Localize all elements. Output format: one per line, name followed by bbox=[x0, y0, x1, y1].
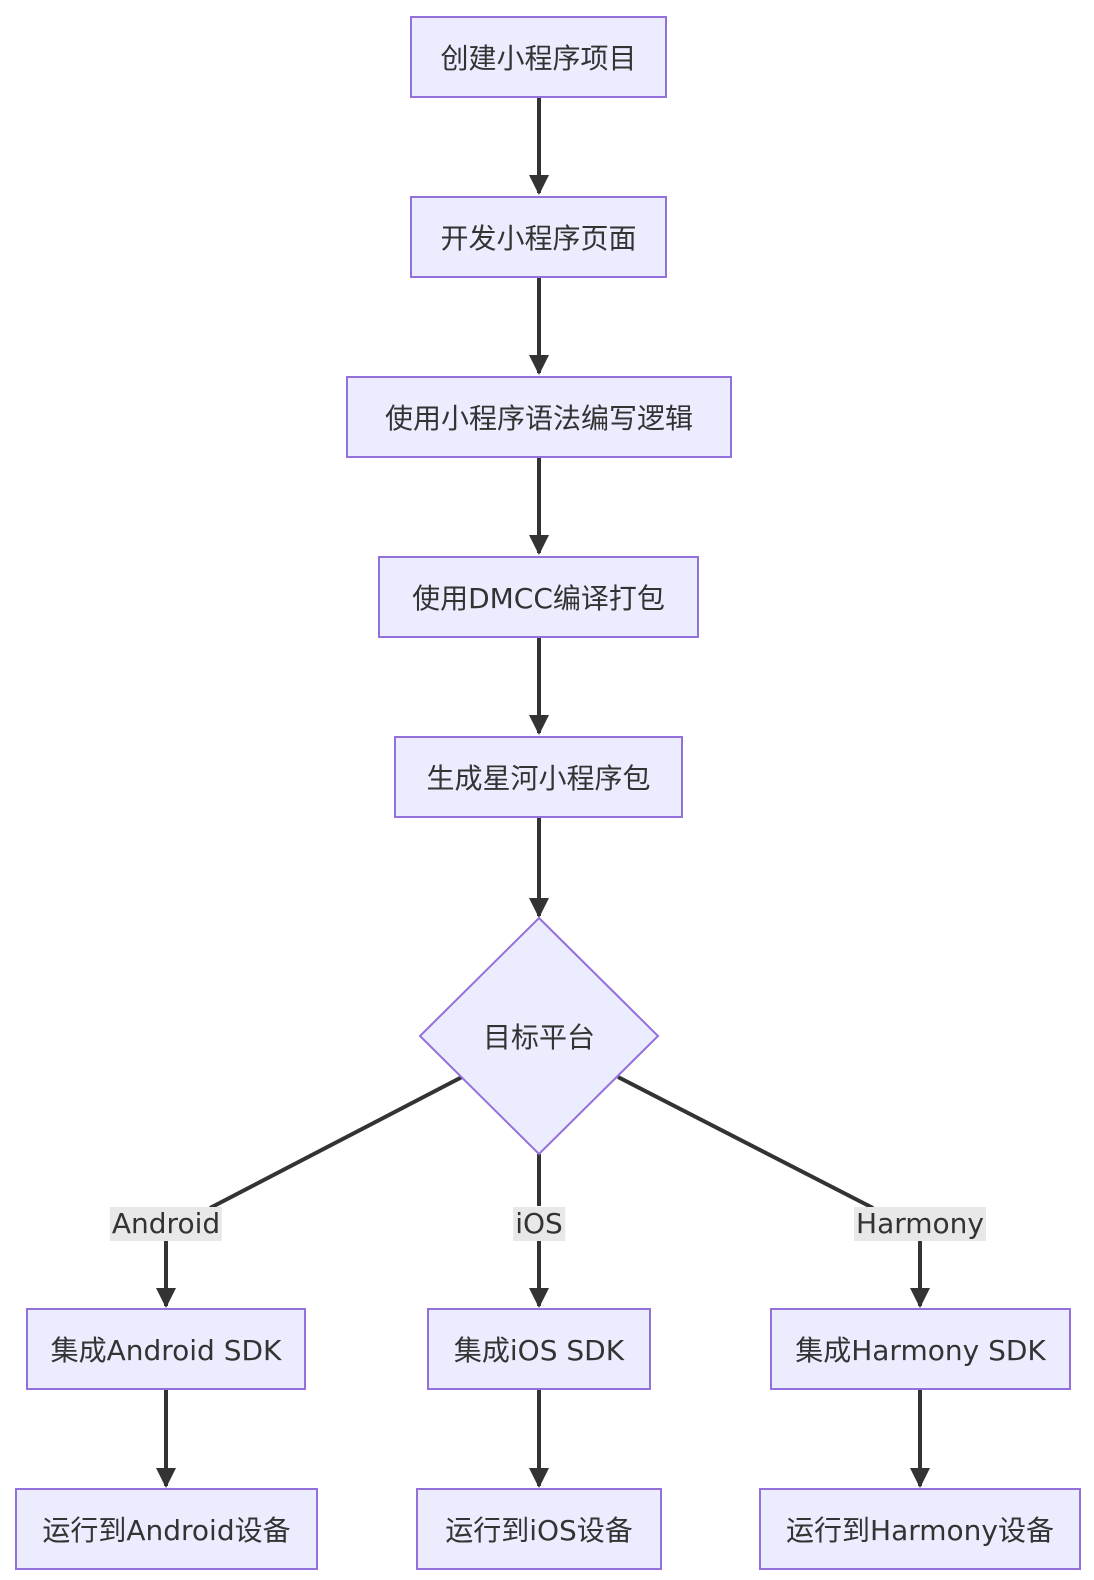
node-write-logic: 使用小程序语法编写逻辑 bbox=[346, 376, 732, 458]
node-develop-pages: 开发小程序页面 bbox=[410, 196, 667, 278]
edge-label-harmony: Harmony bbox=[854, 1207, 986, 1241]
node-label: 运行到Harmony设备 bbox=[786, 1514, 1054, 1547]
edge-d1-h1 bbox=[617, 1075, 874, 1210]
node-label: 运行到Android设备 bbox=[42, 1514, 291, 1547]
node-run-android: 运行到Android设备 bbox=[15, 1488, 318, 1570]
node-create-project: 创建小程序项目 bbox=[410, 16, 667, 98]
node-label: 集成iOS SDK bbox=[453, 1334, 625, 1367]
node-generate-package: 生成星河小程序包 bbox=[394, 736, 683, 818]
node-label: 使用小程序语法编写逻辑 bbox=[384, 402, 693, 435]
node-label: 集成Harmony SDK bbox=[795, 1334, 1046, 1367]
node-label: 生成星河小程序包 bbox=[426, 762, 651, 795]
node-run-harmony: 运行到Harmony设备 bbox=[759, 1488, 1081, 1570]
edge-label-ios: iOS bbox=[513, 1207, 565, 1241]
node-integrate-android-sdk: 集成Android SDK bbox=[26, 1308, 306, 1390]
node-integrate-harmony-sdk: 集成Harmony SDK bbox=[770, 1308, 1071, 1390]
decision-target-platform: 目标平台 bbox=[482, 1021, 596, 1054]
edge-label-android: Android bbox=[109, 1207, 223, 1241]
node-integrate-ios-sdk: 集成iOS SDK bbox=[427, 1308, 651, 1390]
decision-node-shape bbox=[418, 916, 660, 1156]
edge-d1-a1 bbox=[209, 1075, 463, 1210]
node-label: 开发小程序页面 bbox=[440, 222, 637, 255]
node-label: 使用DMCC编译打包 bbox=[412, 582, 665, 615]
node-label: 创建小程序项目 bbox=[440, 42, 637, 75]
node-compile-dmcc: 使用DMCC编译打包 bbox=[378, 556, 699, 638]
node-run-ios: 运行到iOS设备 bbox=[416, 1488, 662, 1570]
node-label: 集成Android SDK bbox=[50, 1334, 282, 1367]
node-label: 运行到iOS设备 bbox=[445, 1514, 633, 1547]
